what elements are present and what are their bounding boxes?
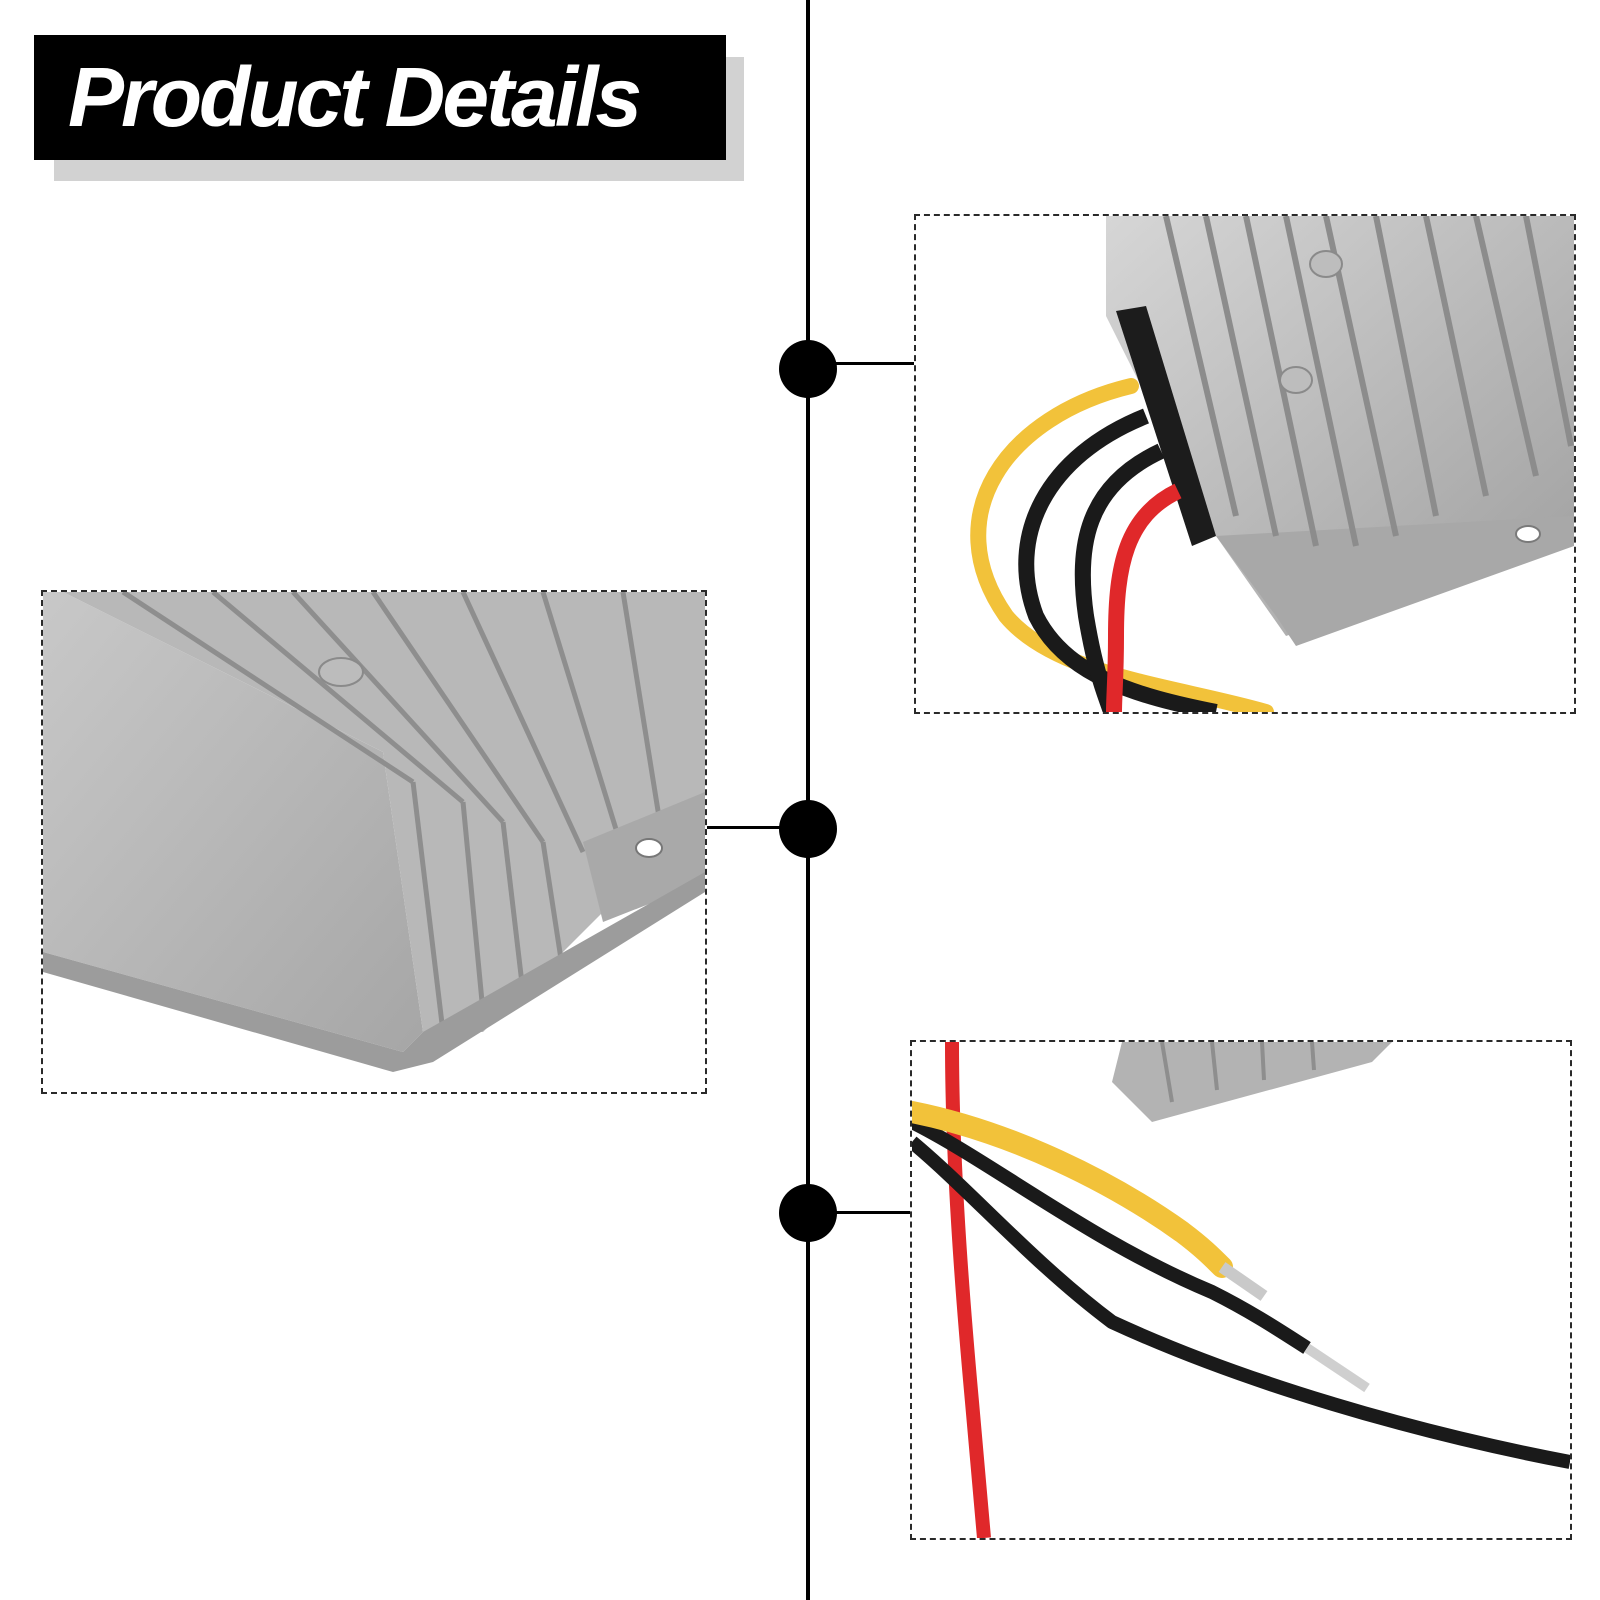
heatsink-corner-photo (43, 592, 705, 1092)
stripped-wire-photo (912, 1042, 1570, 1538)
detail-panel-connector (914, 214, 1576, 714)
connector-line-1 (836, 362, 916, 365)
converter-connector-photo (970, 216, 1574, 712)
title-banner: Product Details (34, 35, 726, 160)
timeline-dot-3 (779, 1184, 837, 1242)
timeline-dot-1 (779, 340, 837, 398)
connector-line-2 (704, 826, 782, 829)
connector-line-3 (836, 1211, 910, 1214)
detail-panel-heatsink (41, 590, 707, 1094)
detail-panel-wire-ends (910, 1040, 1572, 1540)
timeline-dot-2 (779, 800, 837, 858)
page-title: Product Details (68, 50, 642, 144)
